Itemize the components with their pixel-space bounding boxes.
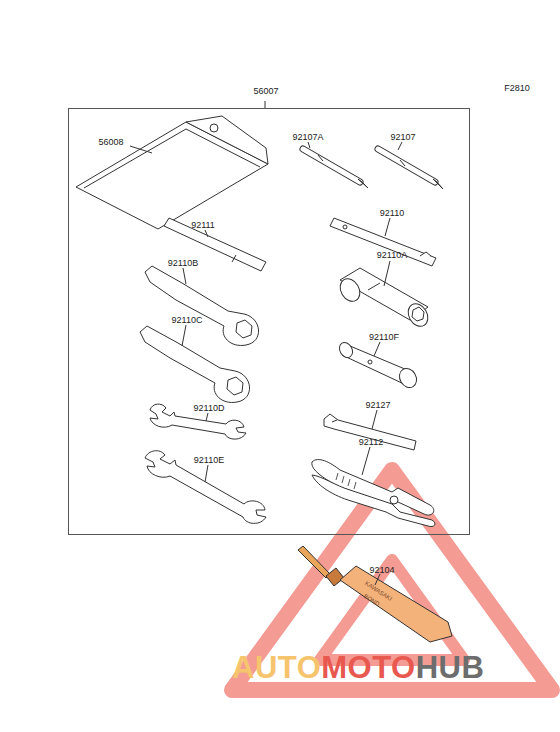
handle-bar (330, 218, 436, 266)
tube-spanner (337, 340, 420, 391)
box-spanner (336, 268, 432, 330)
leader-line (183, 268, 186, 284)
leader-line (385, 218, 390, 236)
watermark-triangle (232, 470, 552, 690)
hex-key (324, 414, 416, 450)
leader-line (398, 142, 402, 150)
callout-number: 92107A (292, 133, 323, 142)
leader-line (362, 447, 370, 475)
extension-bar (164, 218, 266, 271)
callout-number: 92110D (194, 404, 225, 413)
ring-spanner (140, 326, 250, 402)
leader-line (130, 146, 152, 153)
leader-line (205, 465, 208, 482)
callout-number: 92110B (168, 259, 198, 268)
open-end-wrench (150, 404, 246, 439)
leader-line (308, 142, 310, 148)
watermark: HUB (416, 652, 485, 683)
watermark-triangle (320, 560, 464, 660)
leader-line (265, 101, 266, 108)
figure-number: F2810 (504, 84, 530, 93)
bond-tube (298, 546, 452, 642)
tool-kit-box: 56007 (68, 108, 470, 535)
callout-number: 92110A (377, 251, 407, 260)
screwdriver-bit (303, 149, 368, 188)
callout-number: 92110E (194, 456, 224, 465)
screwdriver-bit (378, 149, 443, 189)
watermark: MOTO (321, 652, 415, 683)
callout-number: 56008 (98, 138, 123, 147)
callout-number: 92110F (369, 333, 399, 342)
leader-line (374, 342, 380, 356)
leader-line (375, 574, 380, 585)
leader-line (205, 230, 208, 237)
leader-line (372, 410, 377, 429)
callout-number: 92107 (390, 133, 415, 142)
callout-number: 92110 (380, 209, 404, 218)
leader-line (182, 325, 186, 346)
callout-number: 92104 (369, 566, 394, 575)
open-end-wrench (145, 451, 266, 524)
tool-pouch (76, 116, 268, 229)
pliers (312, 460, 435, 527)
callout-number: 92110C (172, 316, 203, 325)
callout-number: 56007 (253, 87, 278, 96)
leader-line (384, 261, 390, 286)
watermark: AUTO (232, 652, 321, 683)
callout-number: 92111 (191, 221, 215, 230)
ring-spanner (145, 266, 259, 345)
callout-number: 92127 (365, 401, 390, 410)
callout-number: 92112 (359, 438, 383, 447)
leader-line (206, 413, 208, 421)
